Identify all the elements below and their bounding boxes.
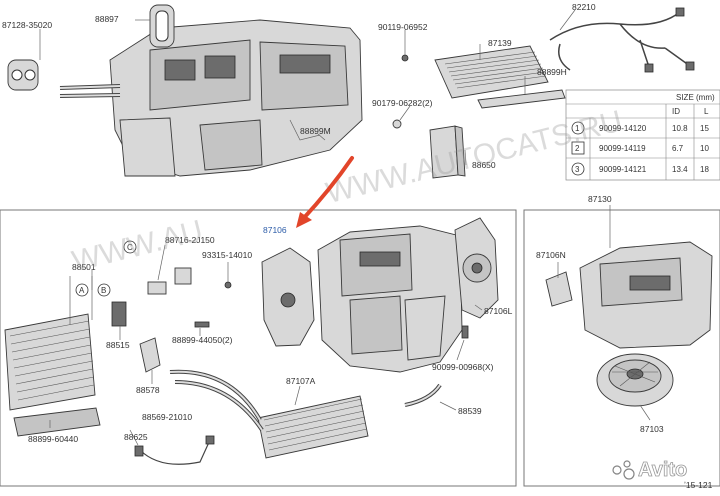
part-label-88650: 88650 xyxy=(472,160,496,170)
part-label-88899-44050: 88899-44050(2) xyxy=(172,335,233,345)
size-row-1-l: 15 xyxy=(700,124,709,133)
size-row-1-part: 90099-14120 xyxy=(599,124,647,133)
marker-c: C xyxy=(123,240,137,254)
size-row-2-l: 10 xyxy=(700,144,709,153)
size-row-2-index: 2 xyxy=(575,144,580,153)
case-half-87106n xyxy=(545,271,573,307)
bolt-88899-44050 xyxy=(194,321,210,328)
filter-cover-88899h xyxy=(477,89,566,109)
part-label-88899h: 88899H xyxy=(537,67,567,77)
clip-90119 xyxy=(401,54,409,62)
size-table-header-id: ID xyxy=(672,107,680,116)
grommet-87128 xyxy=(7,59,39,91)
marker-a: A xyxy=(75,283,89,297)
part-label-88501: 88501 xyxy=(72,262,96,272)
part-label-87139: 87139 xyxy=(488,38,512,48)
part-label-88716: 88716-2J150 xyxy=(165,235,215,245)
part-label-90119: 90119-06952 xyxy=(378,22,428,32)
hvac-unit-right xyxy=(579,241,713,349)
amplifier-88650 xyxy=(429,125,466,179)
hvac-unit-top xyxy=(109,19,363,177)
case-half-87106 xyxy=(261,247,315,347)
sensor-88716 xyxy=(147,267,192,295)
size-row-1-id: 10.8 xyxy=(672,124,688,133)
sensor-88625 xyxy=(134,435,215,465)
part-label-87106l: 87106L xyxy=(484,306,513,316)
size-row-2-part: 90099-14119 xyxy=(599,144,646,153)
lower-left-frame xyxy=(0,209,517,487)
cabin-filter-87139 xyxy=(434,45,549,99)
part-label-88897: 88897 xyxy=(95,14,119,24)
part-label-93315: 93315-14010 xyxy=(202,250,252,260)
evaporator-cover-88899 xyxy=(13,407,101,437)
avito-logo: Avito xyxy=(612,459,688,481)
pipe-88539 xyxy=(404,383,442,407)
svg-text:A: A xyxy=(79,286,85,295)
size-table: SIZE (mm) ID L 1 90099-14120 10.8 15 2 9… xyxy=(565,89,720,181)
wire-harness-82210 xyxy=(549,7,695,73)
lower-right-frame xyxy=(523,209,720,487)
red-arrow-annotation xyxy=(296,156,354,228)
marker-b: B xyxy=(97,283,111,297)
svg-text:B: B xyxy=(101,286,106,295)
size-row-2-id: 6.7 xyxy=(672,144,684,153)
size-row-1-index: 1 xyxy=(575,124,580,133)
part-label-88515: 88515 xyxy=(106,340,130,350)
part-label-82210: 82210 xyxy=(572,2,596,12)
size-row-3-index: 3 xyxy=(575,165,580,174)
size-table-title: SIZE (mm) xyxy=(676,93,715,102)
size-row-3-id: 13.4 xyxy=(672,165,688,174)
seal-88897 xyxy=(149,4,175,48)
blower-motor-87103 xyxy=(596,353,674,407)
part-label-90179: 90179-06282(2) xyxy=(372,98,433,108)
case-half-87106l xyxy=(454,217,499,319)
part-label-88578: 88578 xyxy=(136,385,160,395)
svg-text:C: C xyxy=(127,243,133,252)
part-label-88899m: 88899M xyxy=(300,126,331,136)
size-row-3-l: 18 xyxy=(700,165,709,174)
part-label-90099-00968: 90099-00968(X) xyxy=(432,362,494,372)
part-label-87107: 87107A xyxy=(286,376,316,386)
part-label-87130: 87130 xyxy=(588,194,612,204)
part-label-88539: 88539 xyxy=(458,406,482,416)
part-label-87128: 87128-35020 xyxy=(2,20,52,30)
part-label-87106n: 87106N xyxy=(536,250,566,260)
size-row-3-part: 90099-14121 xyxy=(599,165,647,174)
part-label-88899-60440: 88899-60440 xyxy=(28,434,78,444)
part-label-87103: 87103 xyxy=(640,424,664,434)
bolt-93315 xyxy=(224,281,232,289)
part-label-88569: 88569-21010 xyxy=(142,412,192,422)
hvac-case-lower xyxy=(317,225,463,373)
part-label-87106: 87106 xyxy=(263,225,287,235)
clip-88578 xyxy=(139,337,161,373)
avito-logo-text: Avito xyxy=(638,459,687,481)
bolt-90099-00968 xyxy=(461,325,469,339)
valve-88515 xyxy=(111,301,127,327)
size-table-header-l: L xyxy=(704,107,709,116)
clip-90179 xyxy=(392,119,402,129)
heater-pipes-top xyxy=(59,84,121,98)
heater-core-87107 xyxy=(169,369,369,459)
part-label-88625: 88625 xyxy=(124,432,148,442)
evaporator-88501 xyxy=(4,313,96,411)
figure-code: ʼ15-121 xyxy=(684,480,713,490)
